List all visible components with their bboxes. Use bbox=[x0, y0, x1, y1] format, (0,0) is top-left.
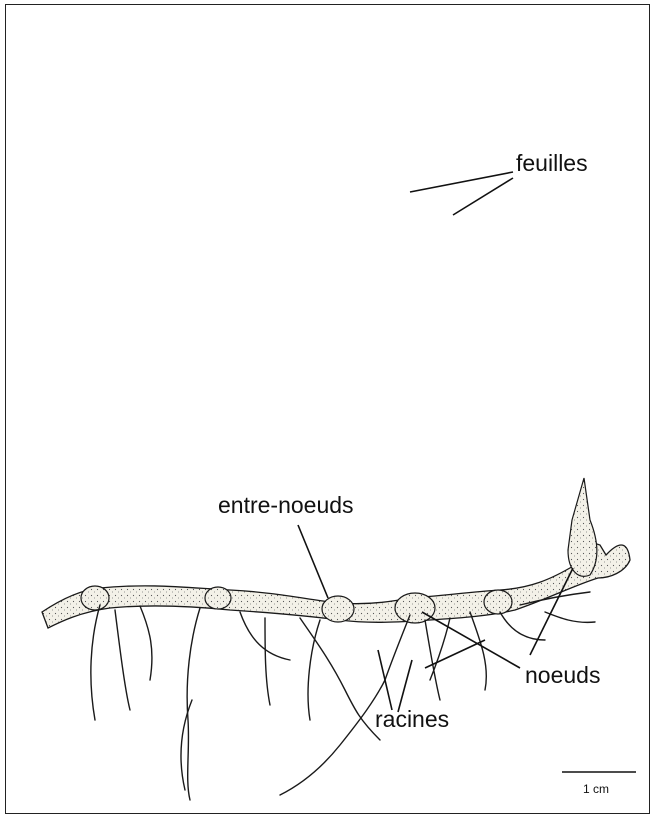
scale-label: 1 cm bbox=[583, 782, 609, 796]
label-racines: racines bbox=[375, 708, 449, 731]
label-feuilles: feuilles bbox=[516, 152, 588, 175]
entre-noeuds-pointer bbox=[298, 525, 328, 598]
feuilles-pointer-2 bbox=[453, 178, 513, 215]
racines-pointer-3 bbox=[425, 640, 485, 668]
label-noeuds: noeuds bbox=[525, 664, 600, 687]
racines-pointer-1 bbox=[378, 650, 392, 710]
label-entre-noeuds: entre-noeuds bbox=[218, 494, 354, 517]
racines-pointer-2 bbox=[398, 660, 412, 712]
feuilles-pointer-1 bbox=[410, 172, 513, 192]
roots-group bbox=[91, 592, 595, 800]
